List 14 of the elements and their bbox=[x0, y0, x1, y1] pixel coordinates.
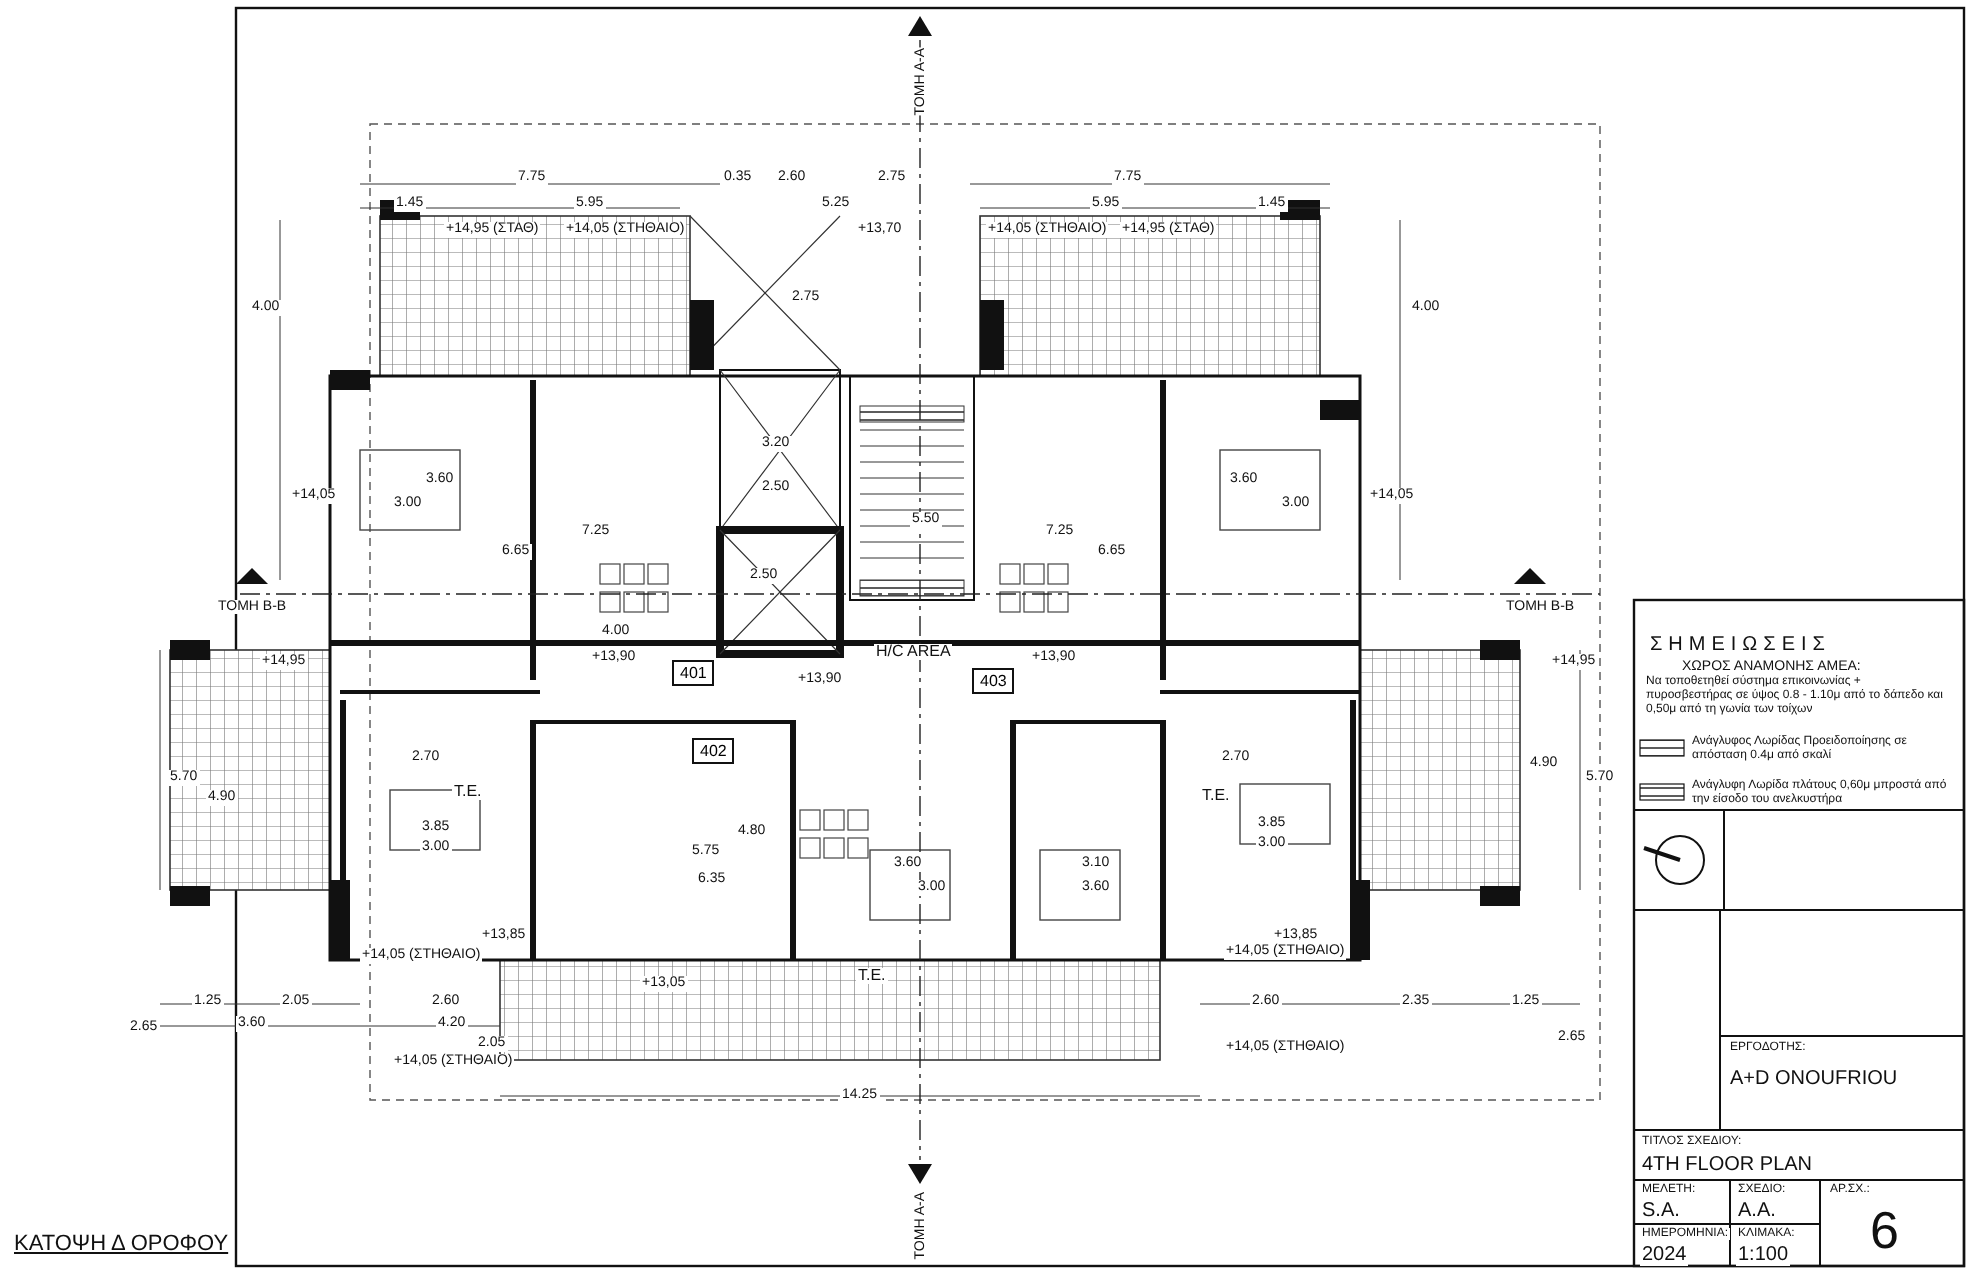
room-label: T.E. bbox=[452, 784, 484, 800]
room-label: H/C AREA bbox=[874, 644, 953, 660]
drawing-caption: ΚΑΤΟΨΗ Δ ΟΡΟΦΟΥ bbox=[12, 1232, 231, 1256]
room-label: T.E. bbox=[856, 968, 888, 984]
room-label: T.E. bbox=[1200, 788, 1232, 804]
field-value: 4TH FLOOR PLAN bbox=[1640, 1156, 1815, 1176]
field-value: 2024 bbox=[1640, 1246, 1689, 1266]
apartment-number: 401 bbox=[672, 660, 715, 686]
field-value: S.A. bbox=[1640, 1202, 1682, 1222]
apartment-number: 403 bbox=[972, 668, 1015, 694]
field-value: A+D ONOUFRIOU bbox=[1728, 1070, 1900, 1090]
field-value: 1:100 bbox=[1736, 1246, 1791, 1266]
field-value: A.A. bbox=[1736, 1202, 1778, 1222]
apartment-number: 402 bbox=[692, 738, 735, 764]
